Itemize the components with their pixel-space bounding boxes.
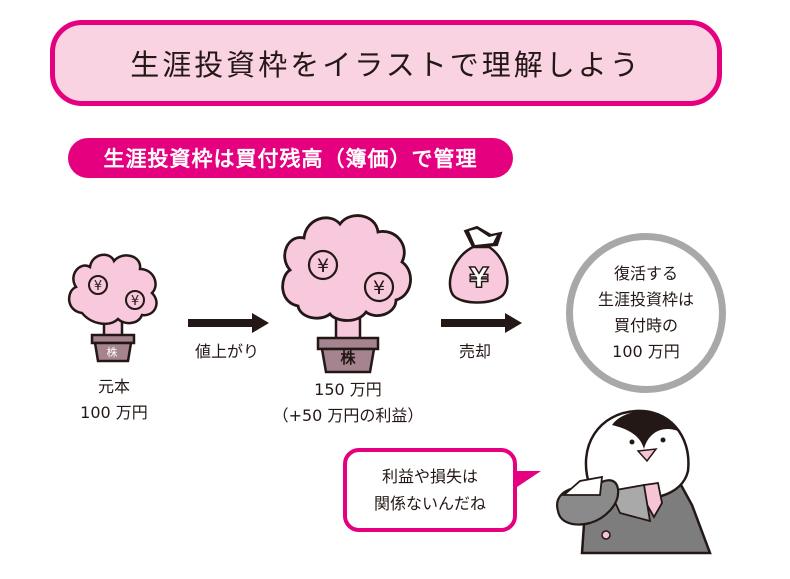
circle-line: 復活する [613, 264, 678, 283]
yen-coin-icon: ¥ [131, 294, 139, 309]
yen-coin-icon: ¥ [94, 279, 102, 294]
stage1-line: 元本 [97, 377, 130, 396]
arrow2-label: 売却 [458, 342, 491, 361]
circle-line: 生涯投資枠は [597, 290, 694, 309]
bubble-line: 利益や損失は [381, 467, 478, 486]
title-banner: 生涯投資枠をイラストで理解しよう [50, 20, 722, 106]
subtitle-text: 生涯投資枠は買付残高（簿価）で管理 [103, 147, 478, 171]
yen-coin-icon: ¥ [373, 277, 385, 299]
yen-coin-icon: ¥ [317, 255, 329, 277]
right-arrow-icon [441, 313, 522, 333]
stage2-line: （+50 万円の利益） [272, 406, 424, 425]
circle-line: 買付時の [613, 316, 678, 335]
result-circle: 復活する 生涯投資枠は 買付時の 100 万円 [566, 233, 726, 393]
speech-bubble: 利益や損失は 関係ないんだね [343, 448, 517, 532]
stage1-caption: 元本 100 万円 [62, 374, 166, 426]
small-pot-label: 株 [106, 346, 118, 359]
subtitle-pill: 生涯投資枠は買付残高（簿価）で管理 [68, 138, 513, 178]
right-arrow-icon [188, 313, 269, 333]
large-pot-label: 株 [340, 349, 356, 367]
money-bag-icon: ¥ [448, 225, 509, 304]
circle-line: 100 万円 [612, 342, 680, 361]
title-text: 生涯投資枠をイラストで理解しよう [130, 48, 642, 82]
bubble-line: 関係ないんだね [373, 494, 486, 513]
stage1-line: 100 万円 [80, 403, 148, 422]
large-money-tree-icon: ¥ ¥ [281, 214, 412, 374]
stage2-line: 150 万円 [314, 380, 382, 399]
yen-symbol-icon: ¥ [469, 261, 489, 294]
stage2-caption: 150 万円 （+50 万円の利益） [258, 377, 438, 429]
small-money-tree-icon: ¥ ¥ [68, 253, 158, 363]
penguin-businessman-icon [556, 409, 712, 555]
arrow1-label: 値上がり [194, 342, 259, 361]
